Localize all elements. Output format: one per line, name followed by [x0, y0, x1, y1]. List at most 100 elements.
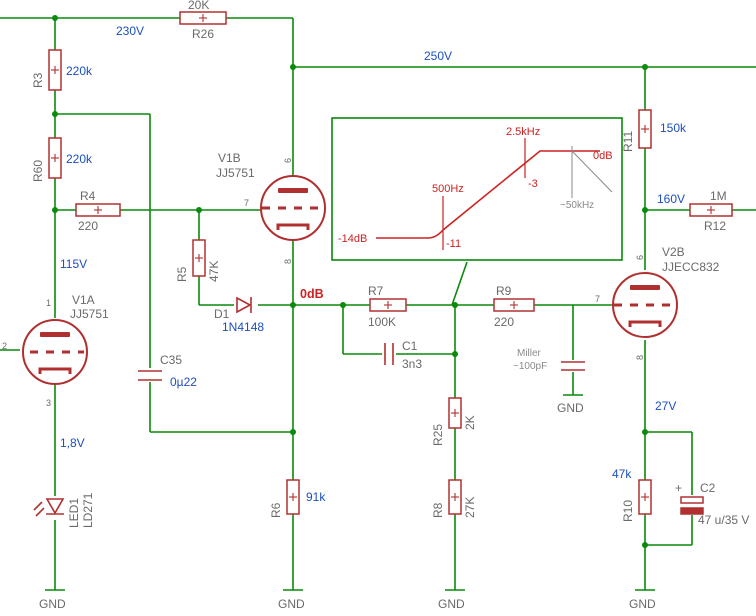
r60-value: 220k: [66, 152, 93, 166]
voltage-230v: 230V: [116, 24, 144, 38]
c1-name: C1: [402, 339, 418, 353]
ground-r10: GND: [629, 589, 656, 611]
r26-name: R26: [192, 27, 214, 41]
ground-miller: GND: [557, 394, 584, 415]
c1-value: 3n3: [402, 357, 422, 371]
tube-v1a: 1 2 3 V1A JJ5751: [2, 293, 109, 408]
r9-value: 220: [494, 315, 514, 329]
ground-v1a: GND: [39, 589, 66, 611]
r11-value: 150k: [660, 121, 687, 135]
voltage-1-8v: 1,8V: [60, 436, 85, 450]
r11-name: R11: [621, 131, 635, 152]
resistor-r3: R3 220k: [31, 49, 93, 91]
v2b-pin6: 6: [635, 255, 645, 260]
ground-icon: GND: [438, 597, 465, 611]
led1-name: LED1: [67, 498, 81, 528]
inset-500hz: 500Hz: [432, 183, 464, 195]
r10-name: R10: [621, 500, 635, 522]
r4-name: R4: [80, 189, 96, 203]
r5-value: 47K: [207, 261, 221, 282]
r3-name: R3: [31, 72, 45, 88]
v2b-name: V2B: [662, 245, 685, 259]
r8-value: 27K: [463, 497, 477, 518]
inset-50khz: ~50kHz: [560, 200, 594, 211]
ground-icon: GND: [278, 597, 305, 611]
r25-value: 2K: [463, 415, 477, 430]
response-curve: [376, 150, 600, 239]
frequency-response-inset: -14dB 500Hz -11 2.5kHz -3 0dB ~50kHz: [331, 117, 623, 261]
svg-text:+: +: [675, 481, 682, 495]
r7-value: 100K: [368, 315, 396, 329]
voltage-250v: 250V: [424, 49, 452, 63]
resistor-r11: R11 150k: [621, 109, 687, 152]
c35-value: 0µ22: [170, 375, 197, 389]
resistor-r7: R7 100K: [368, 284, 407, 329]
diode-led1: LED1 LD271: [33, 492, 95, 528]
resistor-r4: R4 220: [75, 189, 121, 233]
r8-name: R8: [431, 502, 445, 518]
resistor-r8: R8 27K: [431, 479, 477, 518]
r25-name: R25: [431, 424, 445, 446]
r12-value: 1M: [710, 189, 727, 203]
r6-value: 91k: [306, 490, 326, 504]
node-0db-label: 0dB: [300, 287, 324, 301]
junctions: [52, 15, 648, 548]
voltage-115v: 115V: [60, 257, 87, 271]
v1a-name: V1A: [72, 293, 95, 307]
voltage-160v: 160V: [657, 192, 685, 206]
v1a-pin3: 3: [46, 398, 51, 408]
resistor-r10: R10 47k: [612, 467, 652, 522]
v1b-pin6: 6: [283, 158, 293, 163]
d1-part: 1N4148: [222, 320, 264, 334]
inset-minus3: -3: [528, 178, 538, 190]
v1b-name: V1B: [218, 151, 241, 165]
d1-name: D1: [214, 307, 230, 321]
c35-name: C35: [160, 353, 182, 367]
ground-r8: GND: [438, 589, 465, 611]
inset-minus11: -11: [446, 238, 461, 250]
tube-v1b: 6 7 8 V1B JJ5751: [216, 151, 326, 264]
r26-value: 20K: [188, 0, 209, 12]
resistor-r60: R60 220k: [31, 137, 93, 182]
resistor-r5: R5 47K: [175, 239, 221, 282]
capacitor-miller: Miller ~100pF: [513, 348, 586, 372]
miller-line1: Miller: [517, 348, 542, 359]
ground-r6: GND: [278, 589, 305, 611]
inset-0db: 0dB: [593, 150, 613, 162]
resistor-r12: 1M R12: [689, 189, 733, 233]
v2b-part: JJECC832: [662, 260, 720, 274]
r60-name: R60: [31, 160, 45, 182]
ground-icon: GND: [629, 597, 656, 611]
resistor-r26: 20K R26: [179, 0, 227, 41]
led1-part: LD271: [81, 492, 95, 528]
v1b-part: JJ5751: [216, 166, 255, 180]
capacitor-c1: C1 3n3: [382, 339, 422, 371]
v2b-pin8: 8: [635, 355, 645, 360]
c2-value: 47 u/35 V: [698, 513, 749, 527]
tube-v2b: 6 7 8 V2B JJECC832: [595, 245, 720, 360]
miller-line2: ~100pF: [513, 361, 547, 372]
v1a-part: JJ5751: [70, 307, 109, 321]
voltage-27v: 27V: [655, 399, 676, 413]
resistor-r25: R25 2K: [431, 397, 477, 446]
anode-plate: [40, 332, 70, 337]
r9-name: R9: [496, 284, 512, 298]
resistor-r9: R9 220: [493, 284, 535, 329]
inset-minus14: -14dB: [338, 233, 367, 245]
resistor-r6: R6 91k: [269, 479, 326, 518]
v1a-pin2: 2: [2, 341, 7, 351]
capacitor-c35: C35 0µ22: [138, 353, 197, 389]
r3-value: 220k: [66, 64, 93, 78]
v1b-pin7: 7: [244, 198, 249, 208]
r5-name: R5: [175, 266, 189, 282]
ground-icon: GND: [39, 597, 66, 611]
r7-name: R7: [368, 284, 384, 298]
v1a-pin1: 1: [46, 298, 51, 308]
diode-d1: D1 1N4148: [214, 296, 264, 334]
ground-icon: GND: [557, 401, 584, 415]
r10-value: 47k: [612, 467, 632, 481]
r4-value: 220: [78, 219, 98, 233]
v1b-pin8: 8: [283, 259, 293, 264]
r6-name: R6: [269, 502, 283, 518]
c2-name: C2: [700, 481, 716, 495]
